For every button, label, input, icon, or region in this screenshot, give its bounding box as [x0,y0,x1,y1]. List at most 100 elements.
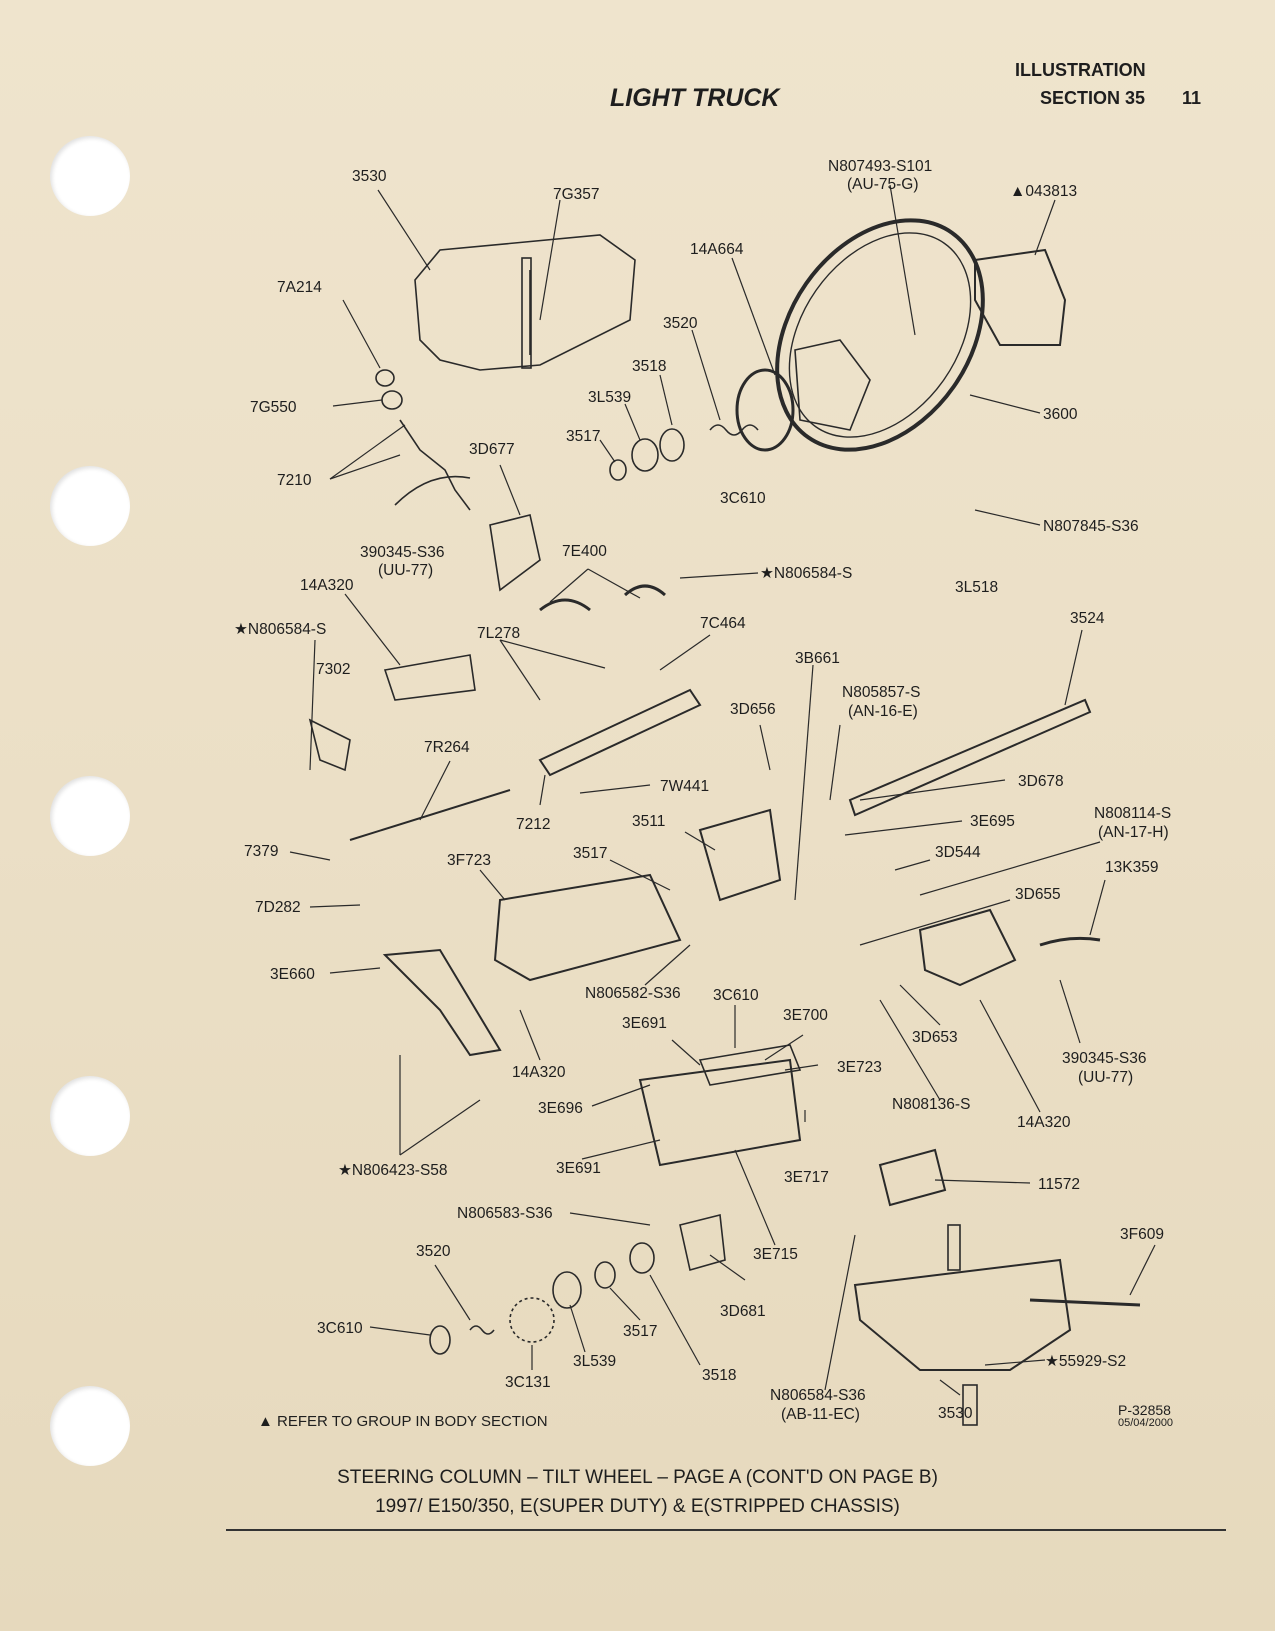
part-number: P-32858 [1118,1402,1171,1418]
label-3l539: 3L539 [588,389,631,406]
label-3517: 3517 [623,1323,657,1340]
binder-hole [50,466,130,546]
page-number: 11 [1182,88,1202,108]
label-3e696: 3E696 [538,1100,583,1117]
shift-rod [349,789,511,841]
label-3e723: 3E723 [837,1059,882,1076]
label-7a214: 7A214 [277,279,322,296]
parts-drawing [308,218,1141,1426]
label-14a320: 14A320 [512,1064,566,1081]
label-7379: 7379 [244,843,278,860]
label-3c610: 3C610 [720,490,766,507]
wheel-hub [794,339,871,431]
label-n805857: N805857-S [842,684,920,701]
label-n808114: N808114-S [1094,805,1171,822]
label-uu77: (UU-77) [378,562,433,579]
label-3b661: 3B661 [795,650,840,667]
label-3d653: 3D653 [912,1029,958,1046]
label-11572: 11572 [1038,1176,1080,1193]
label-7w441: 7W441 [660,778,709,795]
label-55929: ★55929-S2 [1045,1353,1126,1370]
lock-housing [698,808,782,902]
label-3f609: 3F609 [1120,1226,1164,1243]
bracket [623,584,667,597]
revision-date: 05/04/2000 [1118,1417,1174,1429]
leader-lines [289,184,1156,1396]
illustration-heading: ILLUSTRATION [1015,60,1146,80]
label-3530: 3530 [352,168,387,185]
label-3c610: 3C610 [317,1320,363,1337]
label-n806584: ★N806584-S [234,621,326,638]
divider [226,1529,1226,1531]
label-7302: 7302 [316,661,350,678]
label-3517: 3517 [573,845,607,862]
bracket-14a320 [383,654,476,701]
label-3d677: 3D677 [469,441,515,458]
label-7g357: 7G357 [553,186,600,203]
bracket-3e691 [638,1058,802,1167]
label-an16e: (AN-16-E) [848,703,918,720]
label-3c610: 3C610 [713,987,759,1004]
label-au75g: (AU-75-G) [847,176,918,193]
ignition-key [1029,1298,1141,1307]
label-an17h: (AN-17-H) [1098,824,1169,841]
label-3d656: 3D656 [730,701,776,718]
steering-wheel [775,218,985,452]
label-7210: 7210 [277,472,312,489]
label-3d655: 3D655 [1015,886,1061,903]
shroud-pin [521,257,532,369]
label-3517: 3517 [566,428,600,445]
binder-hole [50,1386,130,1466]
label-14a664: 14A664 [690,241,744,258]
label-13k359: 13K359 [1105,859,1158,876]
label-3511: 3511 [632,813,665,830]
bearing-3518 [659,428,685,462]
section-heading: SECTION 35 [1040,88,1146,108]
snap-ring [429,1325,451,1355]
label-ab11ec: (AB-11-EC) [781,1406,860,1423]
label-n806423: ★N806423-S58 [338,1162,448,1179]
binder-hole [50,1076,130,1156]
binder-hole [50,136,130,216]
label-3d681: 3D681 [720,1303,766,1320]
column-shroud-upper [414,234,636,371]
label-3d678: 3D678 [1018,773,1064,790]
housing-3d681 [679,1214,726,1272]
snap-ring-3517 [609,459,627,481]
label-n808136: N808136-S [892,1096,970,1113]
label-043813: ▲043813 [1010,183,1077,200]
label-3e717: 3E717 [784,1169,829,1186]
horn-hub [735,368,795,452]
label-uu77: (UU-77) [1078,1069,1133,1086]
label-7r264: 7R264 [424,739,470,756]
label-3d544: 3D544 [935,844,981,861]
label-3e691: 3E691 [556,1160,601,1177]
label-3530: 3530 [938,1405,973,1422]
label-3520: 3520 [663,315,698,332]
bracket [539,598,591,612]
horn-pad [974,248,1067,346]
label-7c464: 7C464 [700,615,746,632]
label-n806582: N806582-S36 [585,985,681,1002]
gear-3c131 [509,1297,555,1343]
label-3518: 3518 [702,1367,736,1384]
label-n807493: N807493-S101 [828,158,932,175]
label-390345: 390345-S36 [360,544,444,561]
binder-hole [50,776,130,856]
label-3l518: 3L518 [955,579,998,596]
label-n806584: N806584-S36 [770,1387,866,1404]
label-7l278: 7L278 [477,625,520,642]
label-3l539: 3L539 [573,1353,616,1370]
label-3f723: 3F723 [447,852,491,869]
figure-caption-models: 1997/ E150/350, E(SUPER DUTY) & E(STRIPP… [375,1496,900,1517]
figure-caption: STEERING COLUMN – TILT WHEEL – PAGE A (C… [337,1467,938,1488]
label-3524: 3524 [1070,610,1105,627]
ignition-switch [878,1148,947,1207]
label-3e700: 3E700 [783,1007,828,1024]
label-7e400: 7E400 [562,543,607,560]
label-7d282: 7D282 [255,899,301,916]
label-3c131: 3C131 [505,1374,551,1391]
ring-3l539 [631,438,659,472]
